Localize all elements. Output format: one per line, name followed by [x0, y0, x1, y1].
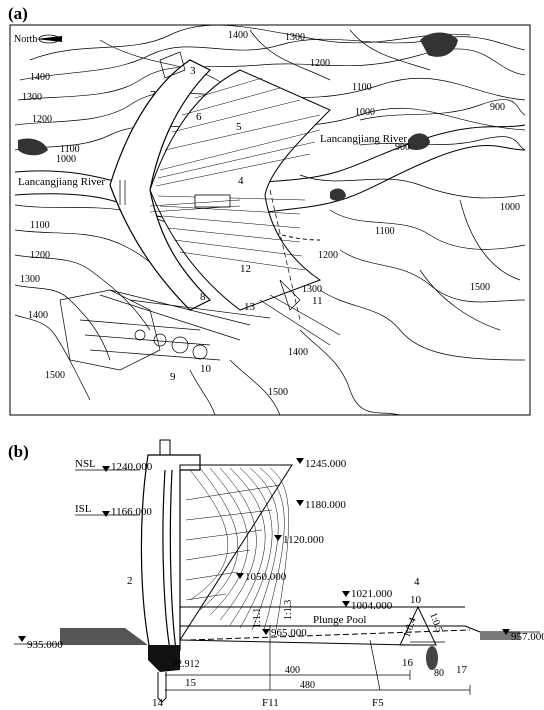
- elevation-1004: 1004.000: [351, 600, 393, 612]
- pile-foundation: [157, 439, 171, 703]
- contour-label: 1500: [268, 387, 288, 398]
- contour-label: 1300: [302, 284, 322, 295]
- contour-label: 1200: [30, 250, 50, 261]
- isl-label: ISL: [75, 503, 92, 515]
- dam-hatching: [185, 467, 289, 631]
- contour-label: 1000: [500, 202, 520, 213]
- contour-label: 1400: [30, 72, 50, 83]
- feature-number: 11: [312, 295, 323, 307]
- label-16: 16: [402, 657, 414, 669]
- contour-label: 1100: [352, 82, 372, 93]
- nsl-elevation: 1240.000: [111, 461, 153, 473]
- elevation-markers: [14, 469, 540, 645]
- feature-number: 6: [196, 111, 202, 123]
- feature-number: 12: [240, 263, 251, 275]
- feature-number: 4: [238, 175, 244, 187]
- dim-80: 80: [434, 668, 444, 679]
- feature-number: 3: [190, 65, 196, 77]
- ground-hatch: [60, 628, 520, 672]
- slope-1-1-1: 1:1.1: [252, 608, 263, 628]
- map-frame: [9, 24, 531, 416]
- north-label: North: [14, 34, 37, 45]
- slope-left: 1:0.4: [401, 616, 418, 639]
- label-10: 10: [410, 594, 422, 606]
- elevation-1120: 1120.000: [283, 534, 324, 546]
- slope-right: 1:0.5: [427, 611, 444, 634]
- slope-1-1-3: 1:1.3: [283, 600, 294, 620]
- dimension-lines: [165, 625, 471, 695]
- feature-number: 5: [236, 121, 242, 133]
- feature-number: 10: [200, 363, 212, 375]
- contour-label: 1300: [22, 92, 42, 103]
- contour-label: 1300: [285, 32, 305, 43]
- panel-b-label: (b): [8, 442, 29, 461]
- contour-label: 1000: [355, 107, 375, 118]
- contour-label: 1500: [45, 370, 65, 381]
- dim-400: 400: [285, 665, 300, 676]
- crest-elevation: 1245.000: [305, 458, 347, 470]
- dim-480: 480: [300, 680, 315, 691]
- label-4: 4: [414, 576, 420, 588]
- elevation-1050: 1050.000: [245, 571, 287, 583]
- feature-number: 7: [150, 89, 156, 101]
- contour-labels: 1400 1300 1200 1100 1000 900 1400 1300 1…: [20, 30, 520, 398]
- arch-dam-structure: [109, 59, 331, 311]
- contour-label: 1100: [375, 226, 395, 237]
- feature-number: 8: [200, 291, 206, 303]
- contour-label: 1000: [56, 154, 76, 165]
- elevation-957: 957.000: [511, 631, 544, 643]
- fault-f5: F5: [372, 697, 384, 709]
- contour-label: 1100: [30, 220, 50, 231]
- feature-number: 13: [244, 301, 256, 313]
- panel-a-label: (a): [8, 4, 28, 23]
- contour-label: 900: [490, 102, 505, 113]
- label-17: 17: [456, 664, 468, 676]
- river-label-right: Lancangjiang River: [320, 133, 407, 145]
- elevation-triangles: [18, 458, 510, 642]
- contour-label: 1300: [20, 274, 40, 285]
- dam-profile: [140, 454, 293, 651]
- contour-label: 1200: [310, 58, 330, 69]
- contour-label: 1200: [318, 250, 338, 261]
- contour-label: 1400: [28, 310, 48, 321]
- contour-label: 900: [395, 142, 410, 153]
- contour-label: 1200: [32, 114, 52, 125]
- hatched-zones: [18, 32, 458, 201]
- site-plan-map: North: [9, 24, 531, 416]
- north-arrow-icon: [36, 34, 62, 44]
- contour-label: 1400: [228, 30, 248, 41]
- plunge-pool-label: Plunge Pool: [313, 614, 366, 626]
- label-2: 2: [127, 575, 133, 587]
- contour-label: 1100: [60, 144, 80, 155]
- plunge-pool: [179, 605, 520, 646]
- contour-label: 1400: [288, 347, 308, 358]
- elevation-1180: 1180.000: [305, 499, 346, 511]
- fault-f11: F11: [262, 697, 279, 709]
- feature-numbers: 6 5 4 12 13 11 10 9 3 7 8: [150, 65, 323, 383]
- river-label-left: Lancangjiang River: [18, 176, 105, 188]
- nsl-label: NSL: [75, 458, 96, 470]
- label-14: 14: [152, 697, 164, 709]
- elevation-935: 935.000: [27, 639, 63, 651]
- intake-structures: [59, 51, 341, 371]
- elevation-965: 965.000: [271, 627, 307, 639]
- label-15: 15: [185, 677, 197, 689]
- elevation-1021: 1021.000: [351, 588, 393, 600]
- dim-72-912: 72.912: [172, 659, 200, 670]
- isl-elevation: 1166.000: [111, 506, 152, 518]
- contour-label: 1500: [470, 282, 490, 293]
- feature-number: 9: [170, 371, 176, 383]
